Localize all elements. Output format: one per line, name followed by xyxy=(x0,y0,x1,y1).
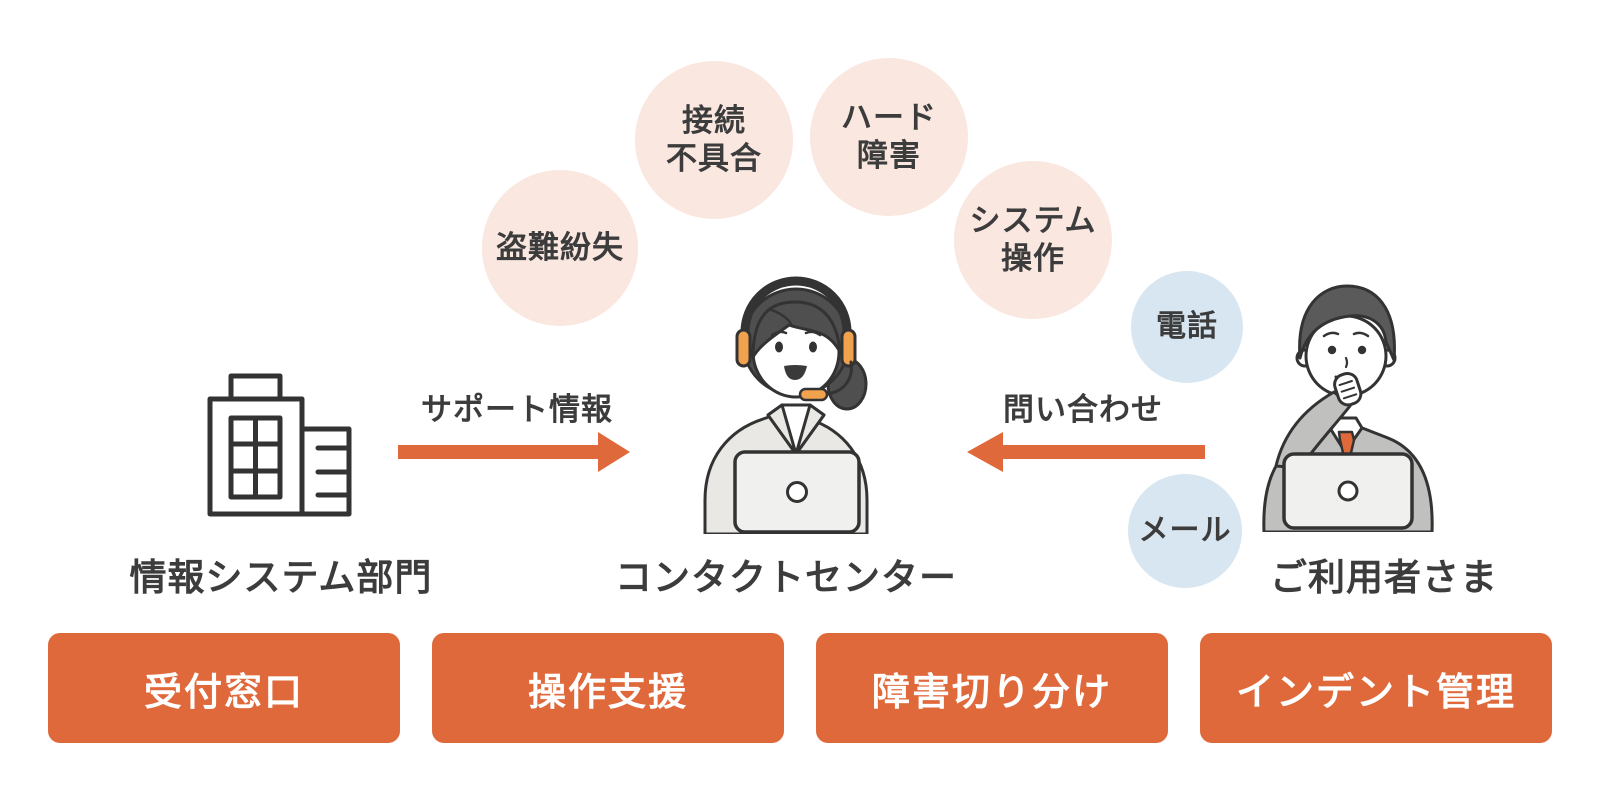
user-hair xyxy=(1298,284,1396,362)
headset-earpiece-left xyxy=(735,328,752,368)
actor-label-contact-center: コンタクトセンター xyxy=(615,557,957,598)
arrow-shape xyxy=(398,432,630,472)
issue-bubble-line: システム xyxy=(969,203,1097,239)
issue-bubble-line: 障害 xyxy=(857,138,921,173)
process-box-operation-support: 操作支援 xyxy=(432,633,784,743)
user-eyebrow-right xyxy=(1352,331,1370,338)
channel-bubble-mail: メール xyxy=(1128,474,1242,588)
operator-laptop-logo xyxy=(786,481,808,503)
channel-bubble-label: 電話 xyxy=(1156,309,1218,343)
operator-eye-right xyxy=(809,341,817,353)
process-box-failure-isolation: 障害切り分け xyxy=(816,633,1168,743)
headset-earpiece-right xyxy=(840,328,857,368)
inquiry-label: 問い合わせ xyxy=(1003,392,1163,427)
issue-bubble-connection-trouble: 接続 不具合 xyxy=(635,61,793,219)
user-nose xyxy=(1344,356,1349,369)
issue-bubble-line: ハード xyxy=(841,100,937,136)
arrow-shape xyxy=(967,432,1205,472)
issue-bubble-line: 操作 xyxy=(1001,241,1065,276)
user-eyebrow-left xyxy=(1322,331,1340,338)
operator-woman-illustration xyxy=(703,276,869,534)
actor-label-it-department: 情報システム部門 xyxy=(129,557,433,598)
channel-bubble-phone: 電話 xyxy=(1131,271,1243,383)
operator-mouth xyxy=(784,365,807,380)
headset-band xyxy=(740,276,852,337)
user-fist xyxy=(1333,371,1363,407)
user-laptop-logo xyxy=(1337,480,1359,502)
operator-lapel-right xyxy=(794,403,826,456)
process-box-incident-management: インデント管理 xyxy=(1200,633,1552,743)
support-info-label: サポート情報 xyxy=(421,392,613,427)
building-window-grid xyxy=(228,415,283,500)
actor-label-end-user: ご利用者さま xyxy=(1270,557,1498,598)
inquiry-arrow-left-icon xyxy=(967,432,1205,472)
building-icon xyxy=(207,373,352,517)
process-box-reception: 受付窓口 xyxy=(48,633,400,743)
issue-bubble-line: 不具合 xyxy=(666,141,762,176)
thinking-man-illustration xyxy=(1262,284,1434,532)
operator-eye-left xyxy=(775,341,783,353)
operator-lapel-left xyxy=(766,403,798,456)
headset-mic xyxy=(798,387,829,402)
issue-bubble-theft-loss: 盗難紛失 xyxy=(482,170,638,326)
operator-eyebrow-right xyxy=(804,330,822,337)
channel-bubble-label: メール xyxy=(1138,513,1232,547)
user-eye-right xyxy=(1357,345,1367,355)
issue-bubble-line: 盗難紛失 xyxy=(496,230,624,266)
issue-bubble-system-operation: システム 操作 xyxy=(954,161,1112,319)
user-eye-left xyxy=(1327,345,1337,355)
building-annex-lines xyxy=(315,445,352,498)
issue-bubble-hardware-failure: ハード 障害 xyxy=(810,58,968,216)
support-info-arrow-right-icon xyxy=(398,432,630,472)
headset-mic-arm xyxy=(825,360,853,396)
operator-hair-strand xyxy=(767,307,793,326)
issue-bubble-line: 接続 xyxy=(682,103,746,139)
operator-eyebrow-left xyxy=(770,330,788,337)
